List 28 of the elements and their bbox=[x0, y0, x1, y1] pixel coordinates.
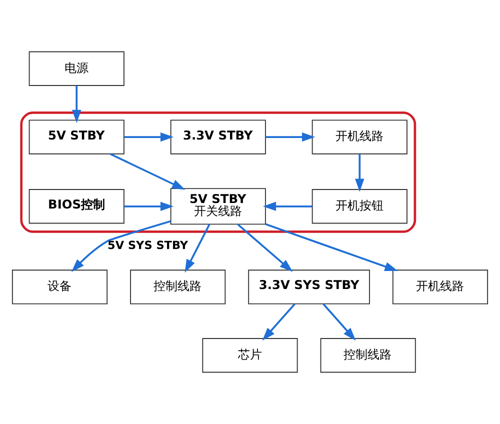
node-box: 开机线路 bbox=[392, 270, 488, 304]
arrow bbox=[355, 154, 364, 192]
cluster bbox=[20, 112, 416, 233]
edge-label: 5V SYS STBY bbox=[108, 239, 188, 252]
node-box: 5V STBY 开关线路 bbox=[170, 188, 266, 225]
node-box: 开机按钮 bbox=[312, 189, 408, 224]
node-box: 5V STBY bbox=[28, 120, 124, 154]
node-box: 设备 bbox=[12, 270, 108, 304]
node-box: BIOS控制 bbox=[28, 189, 124, 224]
node-box: 3.3V STBY bbox=[170, 120, 266, 154]
node-box: 控制线路 bbox=[320, 338, 416, 373]
node-box: 开机线路 bbox=[312, 120, 408, 154]
node-box: 电源 bbox=[28, 51, 124, 86]
arrow bbox=[72, 86, 82, 123]
arrow bbox=[262, 202, 312, 211]
arrow bbox=[124, 202, 174, 211]
arrow bbox=[265, 223, 398, 272]
node-box: 3.3V SYS STBY bbox=[248, 270, 370, 304]
arrow bbox=[237, 224, 293, 272]
arrow bbox=[184, 224, 210, 273]
node-box: 控制线路 bbox=[130, 270, 226, 304]
arrow bbox=[322, 303, 356, 341]
arrow bbox=[110, 153, 186, 190]
node-box: 芯片 bbox=[202, 338, 298, 373]
arrow bbox=[71, 220, 171, 272]
arrow bbox=[266, 132, 316, 142]
arrow bbox=[124, 132, 174, 142]
arrow bbox=[262, 303, 296, 341]
